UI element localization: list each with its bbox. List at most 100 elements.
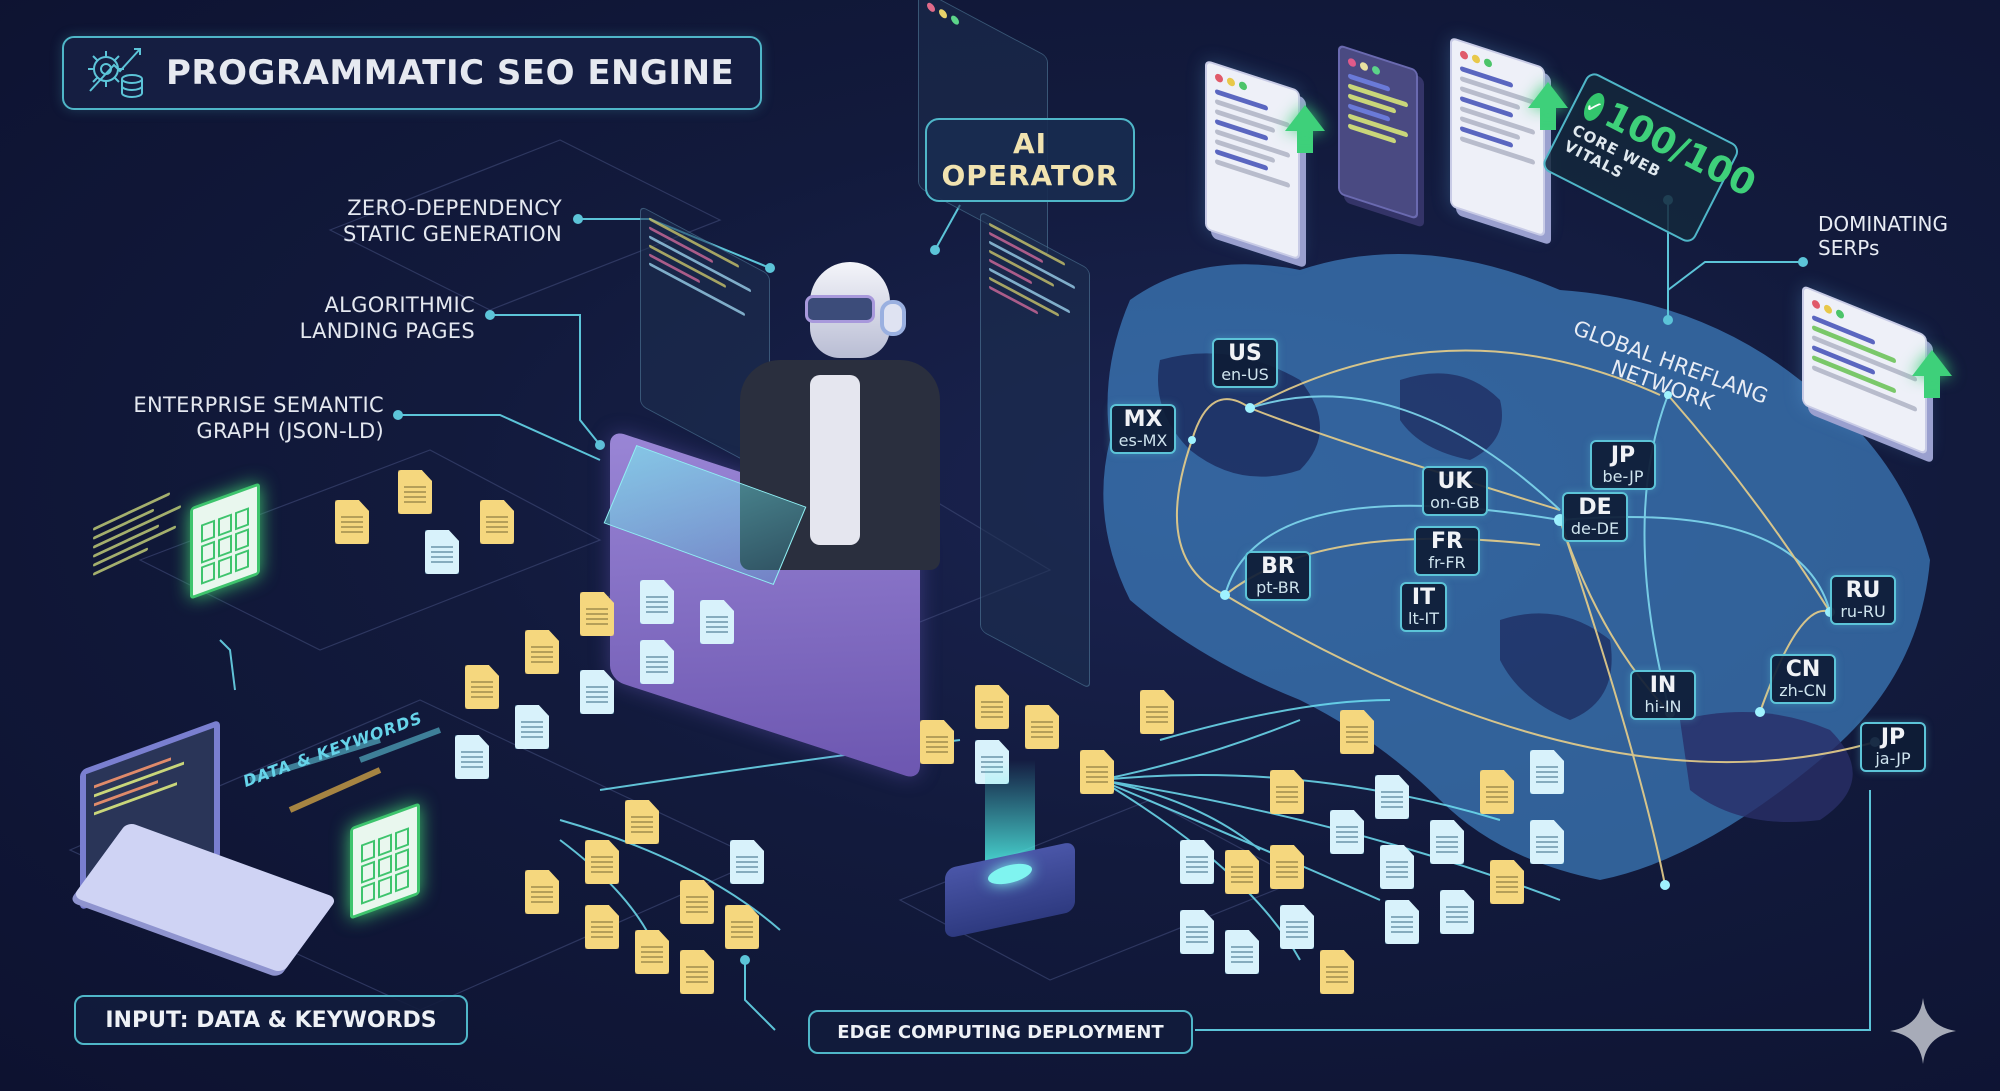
document-icon	[1340, 710, 1374, 754]
locale-code: JP	[1880, 725, 1906, 750]
locale-code: MX	[1123, 407, 1163, 432]
callout-line: ALGORITHMIC	[324, 293, 475, 317]
document-icon	[1180, 840, 1214, 884]
locale-badge-uk: UK on-GB	[1422, 466, 1488, 516]
locale-badge-jp-be: JP be-JP	[1590, 440, 1656, 490]
input-data-keywords-label: INPUT: DATA & KEYWORDS	[74, 995, 468, 1045]
locale-code: IT	[1411, 585, 1436, 610]
document-icon	[1385, 900, 1419, 944]
serp-window	[1450, 36, 1545, 238]
vr-visor-icon	[805, 295, 875, 323]
edge-computing-deployment-label: EDGE COMPUTING DEPLOYMENT	[808, 1010, 1193, 1054]
locale-lang: en-US	[1221, 365, 1269, 384]
document-icon	[1270, 770, 1304, 814]
document-icon	[585, 905, 619, 949]
locale-badge-de: DE de-DE	[1562, 492, 1628, 542]
document-icon	[680, 880, 714, 924]
document-icon	[1380, 845, 1414, 889]
locale-lang: zh-CN	[1779, 681, 1827, 700]
locale-lang: lt-IT	[1408, 609, 1439, 628]
document-icon	[700, 600, 734, 644]
locale-code: BR	[1261, 554, 1295, 579]
locale-code: RU	[1845, 578, 1881, 603]
document-icon	[1440, 890, 1474, 934]
document-icon	[335, 500, 369, 544]
document-icon	[1270, 845, 1304, 889]
callout-line: SERPs	[1818, 236, 1880, 260]
locale-code: CN	[1785, 657, 1821, 682]
document-icon	[398, 470, 432, 514]
document-icon	[455, 735, 489, 779]
locale-code: DE	[1578, 495, 1612, 520]
document-icon	[1025, 705, 1059, 749]
document-icon	[1225, 930, 1259, 974]
document-icon	[1140, 690, 1174, 734]
document-icon	[515, 705, 549, 749]
serp-window-dark	[1338, 44, 1418, 220]
sparkle-icon	[1890, 998, 1956, 1064]
document-icon	[625, 800, 659, 844]
locale-badge-fr: FR fr-FR	[1414, 526, 1480, 576]
headphones-icon	[880, 300, 906, 336]
page-title: PROGRAMMATIC SEO ENGINE	[166, 53, 735, 93]
document-icon	[1480, 770, 1514, 814]
document-icon	[425, 530, 459, 574]
document-icon	[725, 905, 759, 949]
callout-line: ENTERPRISE SEMANTIC	[133, 393, 384, 417]
document-icon	[580, 592, 614, 636]
locale-badge-it: IT lt-IT	[1400, 582, 1447, 632]
locale-code: US	[1228, 341, 1262, 366]
document-icon	[465, 665, 499, 709]
document-icon	[1530, 820, 1564, 864]
document-icon	[1375, 775, 1409, 819]
locale-badge-mx: MX es-MX	[1110, 404, 1176, 454]
locale-code: JP	[1610, 443, 1636, 468]
callout-line: DOMINATING	[1818, 212, 1948, 236]
locale-badge-ru: RU ru-RU	[1830, 575, 1896, 625]
document-icon	[1080, 750, 1114, 794]
locale-lang: ja-JP	[1875, 749, 1911, 768]
serp-window	[1205, 59, 1300, 261]
locale-lang: ru-RU	[1840, 602, 1886, 621]
locale-lang: es-MX	[1118, 431, 1168, 450]
locale-lang: de-DE	[1570, 519, 1620, 538]
locale-lang: hi-IN	[1644, 697, 1682, 716]
locale-lang: be-JP	[1602, 467, 1644, 486]
locale-badge-jp-ja: JP ja-JP	[1860, 722, 1926, 772]
ranking-up-arrow-icon	[1912, 350, 1952, 398]
document-icon	[680, 950, 714, 994]
locale-badge-br: BR pt-BR	[1245, 551, 1311, 601]
document-icon	[730, 840, 764, 884]
callout-line: LANDING PAGES	[299, 319, 475, 343]
document-icon	[1430, 820, 1464, 864]
callout-semantic-graph: ENTERPRISE SEMANTIC GRAPH (JSON-LD)	[100, 392, 384, 444]
document-icon	[525, 870, 559, 914]
world-map	[1103, 254, 1930, 880]
operator-label-line2: OPERATOR	[941, 159, 1119, 192]
robot-shirt	[810, 375, 860, 545]
locale-code: IN	[1649, 673, 1677, 698]
locale-badge-us: US en-US	[1212, 338, 1278, 388]
document-icon	[920, 720, 954, 764]
document-icon	[635, 930, 669, 974]
callout-line: ZERO-DEPENDENCY	[347, 196, 562, 220]
document-icon	[1320, 950, 1354, 994]
document-icon	[640, 580, 674, 624]
document-icon	[1280, 905, 1314, 949]
locale-lang: pt-BR	[1256, 578, 1300, 597]
locale-badge-cn: CN zh-CN	[1770, 654, 1836, 704]
document-icon	[1180, 910, 1214, 954]
ranking-up-arrow-icon	[1285, 105, 1325, 153]
document-icon	[480, 500, 514, 544]
document-icon	[525, 630, 559, 674]
document-icon	[1490, 860, 1524, 904]
locale-badge-in: IN hi-IN	[1630, 670, 1696, 720]
locale-lang: fr-FR	[1428, 553, 1466, 572]
ranking-up-arrow-icon	[1528, 82, 1568, 130]
document-icon	[1330, 810, 1364, 854]
locale-code: FR	[1431, 529, 1463, 554]
locale-lang: on-GB	[1430, 493, 1480, 512]
ai-operator-badge: AI OPERATOR	[925, 118, 1135, 202]
callout-line: GRAPH (JSON-LD)	[196, 419, 384, 443]
